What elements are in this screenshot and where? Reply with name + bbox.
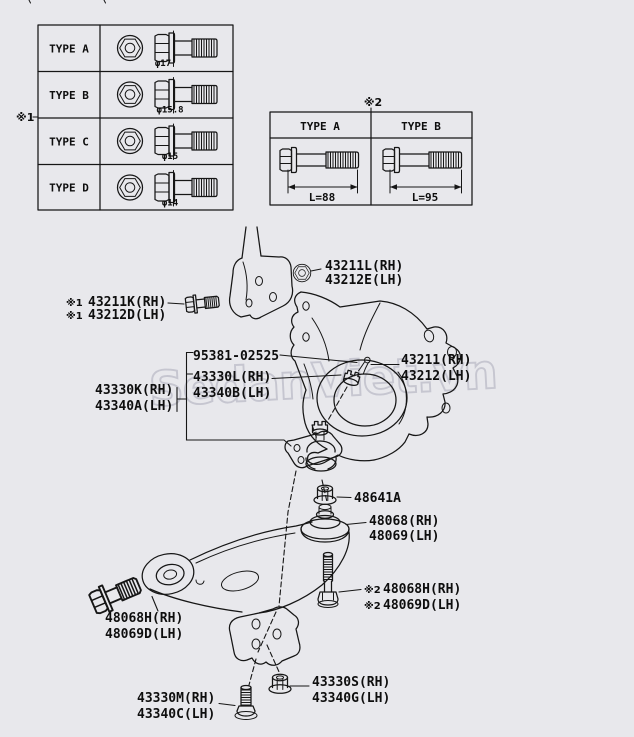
label-ball-joint-lh: 43340A(LH) xyxy=(95,399,173,414)
length-cell-b: L=95 xyxy=(382,146,463,204)
arm-bracket-stud-icon xyxy=(234,684,258,720)
label-arm-front-bolt-rh: 48068H(RH) xyxy=(105,611,183,626)
diameter-b: φ15.8 xyxy=(156,106,183,116)
flange-nut-icon xyxy=(116,81,144,108)
table1-marker: ※1 xyxy=(16,111,34,124)
label-arm-front-bolt-lh: 48069D(LH) xyxy=(105,627,183,642)
knuckle-nut-icon xyxy=(292,263,312,283)
control-arm-drawing xyxy=(141,503,350,666)
label-control-arm-lh: 48069(LH) xyxy=(369,529,439,544)
length-type-a-label: TYPE A xyxy=(300,120,340,133)
arm-bracket-nut-icon xyxy=(268,673,292,694)
bolt-length-table: ※2 TYPE A TYPE B L=88 L=95 xyxy=(269,96,473,206)
arm-ball-joint-socket xyxy=(300,503,350,543)
table-row-type-c: TYPE C φ15 xyxy=(49,123,218,162)
table-row-type-a: TYPE A φ17 xyxy=(49,30,218,69)
table-row-type-d: TYPE D φ14 xyxy=(49,170,218,209)
arm-rear-bracket xyxy=(228,606,301,666)
length-cell-a: L=88 xyxy=(279,146,360,204)
diameter-c: φ15 xyxy=(162,152,178,162)
label-ball-joint-rh: 43330K(RH) xyxy=(95,383,173,398)
arm-front-bolt-icon xyxy=(86,571,145,618)
flange-nut-icon xyxy=(116,174,144,201)
steering-knuckle-drawing xyxy=(289,291,461,465)
type-d-label: TYPE D xyxy=(49,182,89,195)
clipped-text-fragment xyxy=(28,0,106,4)
assembly-dashed-lines xyxy=(248,386,348,686)
type-a-label: TYPE A xyxy=(49,43,89,56)
flange-bolt-icon xyxy=(279,146,360,174)
label-arm-bracket-nut-lh: 43340G(LH) xyxy=(312,691,390,706)
table-row-type-b: TYPE B φ15.8 xyxy=(49,77,218,116)
label-ball-joint-attachment-rh: 43330L(RH) xyxy=(193,370,271,385)
diameter-a: φ17 xyxy=(155,59,171,69)
table2-marker: ※2 xyxy=(364,96,382,109)
flange-bolt-icon xyxy=(382,146,463,174)
ball-joint-nut-icon xyxy=(313,484,337,505)
label-cotter-pin: 95381-02525 xyxy=(193,349,279,364)
bolt-type-table: ※1 TYPE A φ17 TYPE B φ15.8 TYPE C φ15 xyxy=(16,24,234,211)
type-b-label: TYPE B xyxy=(49,89,89,102)
label-arm-bracket-stud-lh: 43340C(LH) xyxy=(137,707,215,722)
label-strut-bolt-upper-lh: 43212E(LH) xyxy=(325,273,403,288)
length-a-value: L=88 xyxy=(309,191,336,204)
label-control-arm-rh: 48068(RH) xyxy=(369,514,439,529)
label-arm-bracket-nut-rh: 43330S(RH) xyxy=(312,675,390,690)
type-c-label: TYPE C xyxy=(49,136,89,149)
label-ball-joint-attachment-lh: 43340B(LH) xyxy=(193,386,271,401)
flange-nut-icon xyxy=(116,34,144,62)
flange-nut-icon xyxy=(116,127,144,155)
length-b-value: L=95 xyxy=(412,191,439,204)
arm-front-bushing xyxy=(141,553,195,595)
length-type-b-label: TYPE B xyxy=(401,120,441,133)
strut-bracket-drawing xyxy=(228,226,294,320)
label-strut-bolt-upper-rh: 43211L(RH) xyxy=(325,259,403,274)
label-ball-joint-nut: 48641A xyxy=(354,491,401,506)
leader-lines xyxy=(151,268,400,707)
label-knuckle-lh: 43212(LH) xyxy=(401,369,471,384)
label-knuckle-rh: 43211(RH) xyxy=(401,353,471,368)
label-arm-bracket-stud-rh: 43330M(RH) xyxy=(137,691,215,706)
diameter-d: φ14 xyxy=(162,199,179,209)
knuckle-bolt-icon xyxy=(184,291,221,315)
arm-rear-bolt-icon xyxy=(317,551,339,608)
